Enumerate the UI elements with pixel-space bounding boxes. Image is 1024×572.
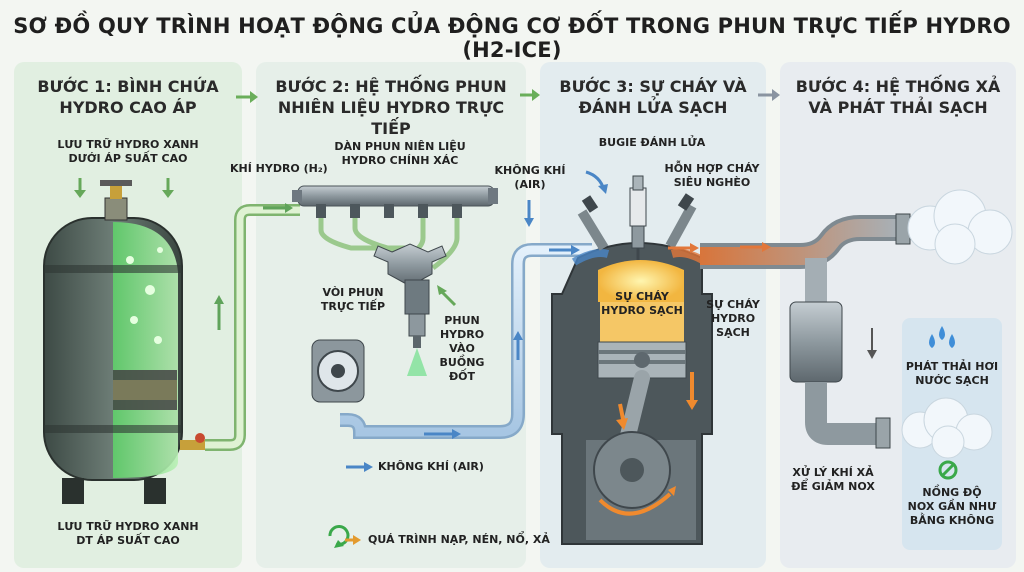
hydrogen-pipe bbox=[205, 203, 300, 451]
air-bottom-label: KHÔNG KHÍ (AIR) bbox=[378, 460, 484, 473]
steam-cloud-bottom bbox=[901, 397, 993, 459]
panel-step-2 bbox=[256, 62, 526, 568]
hydrogen-tank bbox=[43, 180, 208, 504]
page-title: SƠ ĐỒ QUY TRÌNH HOẠT ĐỘNG CỦA ĐỘNG CƠ ĐỐ… bbox=[13, 14, 1011, 62]
down-arrow-right bbox=[162, 178, 174, 198]
spark-plug-label: BUGIE ĐÁNH LỬA bbox=[598, 136, 706, 149]
injector bbox=[373, 243, 457, 376]
down-arrow-left bbox=[74, 178, 86, 198]
step-arrow-3 bbox=[758, 89, 780, 101]
exhaust-pipe bbox=[668, 213, 911, 449]
engine-block bbox=[551, 175, 713, 545]
hydrogen-gas-label: KHÍ HYDRO (H₂) bbox=[230, 162, 328, 175]
steam-cloud-top bbox=[907, 189, 1013, 265]
air-intake-pipe bbox=[311, 170, 608, 472]
no-nox-icon bbox=[938, 460, 958, 480]
water-drops-icon bbox=[929, 326, 955, 348]
air-top-label: KHÔNG KHÍ(AIR) bbox=[494, 164, 566, 191]
step-arrow-2 bbox=[520, 89, 540, 101]
step-arrow-1 bbox=[236, 91, 258, 103]
cycle-icon bbox=[328, 525, 361, 548]
fuel-rail bbox=[292, 185, 498, 270]
cycle-label: QUÁ TRÌNH NẠP, NÉN, NỔ, XẢ bbox=[368, 533, 550, 546]
